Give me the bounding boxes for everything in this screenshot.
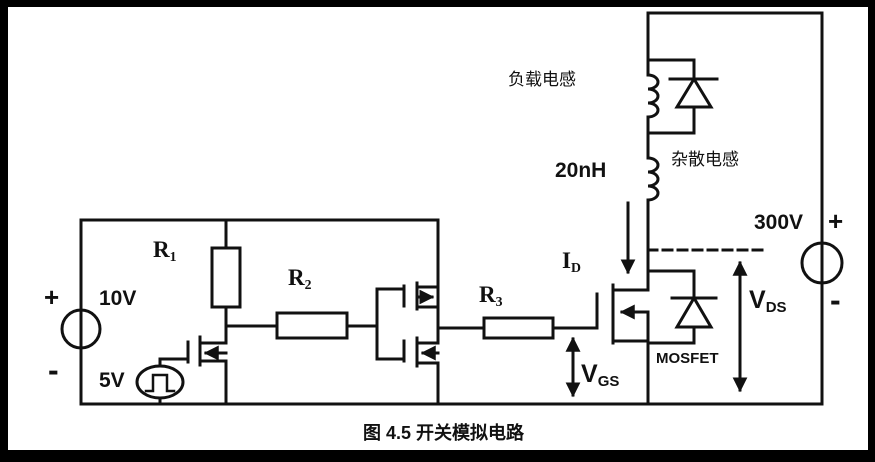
plus-sign-300v: + [828,206,844,236]
label-stray-inductor: 杂散电感 [671,150,739,169]
figure-caption: 图 4.5 开关模拟电路 [363,423,525,443]
stray-inductor [646,156,660,202]
label-10v: 10V [99,287,137,310]
label-20nh: 20nH [555,159,607,182]
label-mosfet: MOSFET [656,350,719,367]
resistor-r3 [436,316,599,340]
label-vds: VDS [749,286,787,317]
load-inductor [646,11,660,160]
body-diode [646,269,718,345]
pulse-source-5v [135,357,190,406]
mosfet-pushpull-bottom [375,336,440,406]
mosfet-power [595,198,650,406]
minus-sign-300v: - [830,282,841,318]
label-300v: 300V [754,211,804,234]
mosfet-pushpull-top [375,281,440,311]
freewheel-diode [646,58,719,135]
voltage-source-300v [800,241,844,285]
voltage-source-10v [60,308,102,350]
label-vgs: VGS [581,360,620,391]
label-r1: R1 [153,237,177,264]
label-id: ID [562,248,581,275]
label-r2: R2 [288,265,312,292]
minus-sign-10v: - [48,352,59,388]
mosfet-driver [186,335,228,406]
resistor-r2 [224,311,379,340]
label-r3: R3 [479,282,503,309]
pulse-waveform-icon [144,373,176,393]
label-load-inductor: 负载电感 [508,70,576,89]
label-5v: 5V [99,369,125,392]
plus-sign-10v: + [44,282,60,312]
